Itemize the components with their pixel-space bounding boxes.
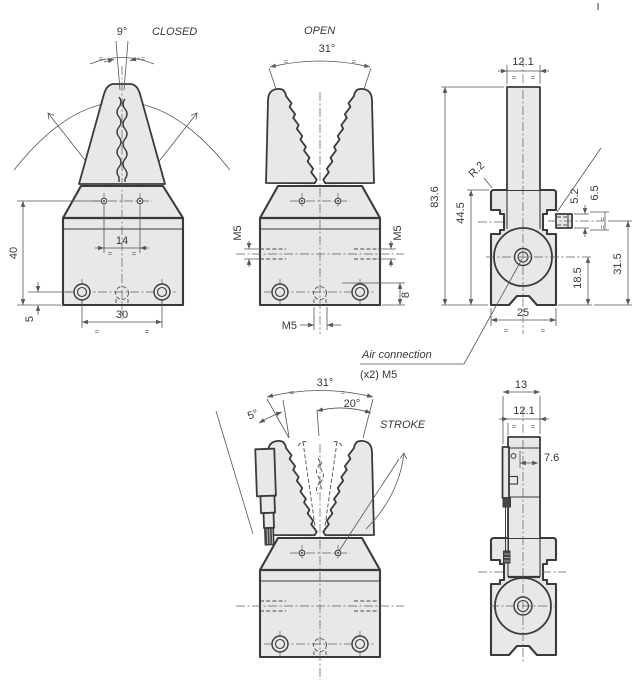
eq-mark: = [95,327,100,336]
eq-mark: = [351,57,358,67]
view-front-open: OPEN 31° = = M5 M5 8 M5 [232,25,412,334]
dim-sensor-offset-7-6: 7.6 [544,452,559,464]
sensor-cable-tip [503,550,511,564]
sensor-led [510,453,517,459]
dim-port-len-6-5: 6.5 [589,185,601,200]
view-front-stroke: 31° = = 5° 20° STROKE [215,377,426,680]
dim-open-angle-31: 31° [319,43,336,55]
eq-mark: = [512,422,517,431]
eq-mark: = [145,327,150,336]
eq-mark: = [531,73,536,82]
sensor-window [508,475,519,485]
dim-port-offset-8: 8 [400,292,412,298]
jaw-sensor-side [501,446,519,564]
jaw-serration-left [116,96,122,182]
air-connection-label: Air connection [361,349,432,361]
eq-mark: = [132,249,137,258]
dim-thread-bottom-m5: M5 [282,320,297,332]
dim-body-height-44-5: 44.5 [455,202,467,223]
dim-thread-left-m5: M5 [232,225,244,240]
dim-closed-angle: 9° [117,26,128,38]
dim-overall-width-13: 13 [515,379,527,391]
side-jaw-column-2 [507,436,541,538]
dim-pin-spacing-14: 14 [116,235,128,247]
dim-pre-angle-5: 5° [246,408,260,423]
dim-jaw-width-12-1b: 12.1 [513,405,534,417]
eq-mark: = [541,326,546,335]
air-connection-callout: Air connection (x2) M5 [360,147,602,381]
label-open: OPEN [304,25,335,37]
eq-mark: = [531,422,536,431]
dim-thread-right-m5: M5 [392,225,404,240]
eq-mark: = [108,249,113,258]
dim-port-height-18-5: 18.5 [572,267,584,288]
dim-jaw-width-12-1: 12.1 [512,56,533,68]
eq-mark: = [98,53,105,63]
eq-mark: = [289,388,295,398]
ghost-closed-jaws [297,441,343,534]
dim-depth-25: 25 [517,307,529,319]
side-jaw-column [506,86,541,190]
eq-mark: = [283,57,290,67]
eq-mark: = [140,54,147,64]
eq-mark: = [340,388,346,398]
dim-stroke-total-31: 31° [317,377,334,389]
label-closed: CLOSED [152,26,197,38]
jaw-serration-right [122,98,128,182]
label-stroke: STROKE [380,419,426,431]
dim-port-dia-5-2: 5.2 [569,188,581,203]
view-side-sensor: 13 12.1 = = 7.6 [478,379,566,662]
eq-mark: = [598,224,607,229]
dim-total-height-83-6: 83.6 [429,186,441,207]
eq-mark: = [512,73,517,82]
dim-foot-5: 5 [24,316,36,322]
eq-mark: = [504,326,509,335]
dim-stroke-angle-20: 20° [344,398,361,410]
dim-corner-radius: R.2 [467,160,488,181]
view-front-closed: 9° CLOSED = = 40 5 14 = = 30 = = [8,26,231,336]
dim-height-40: 40 [8,247,20,259]
dim-mount-spacing-30: 30 [116,309,128,321]
eq-mark: = [598,216,607,221]
jaw-sensor [254,447,277,546]
air-connection-qty: (x2) M5 [360,369,397,381]
view-side-right: 12.1 = = 83.6 44.5 R.2 5.2 = = 6.5 18.5 [360,56,632,381]
dim-slot-height-31-5: 31.5 [612,253,624,274]
